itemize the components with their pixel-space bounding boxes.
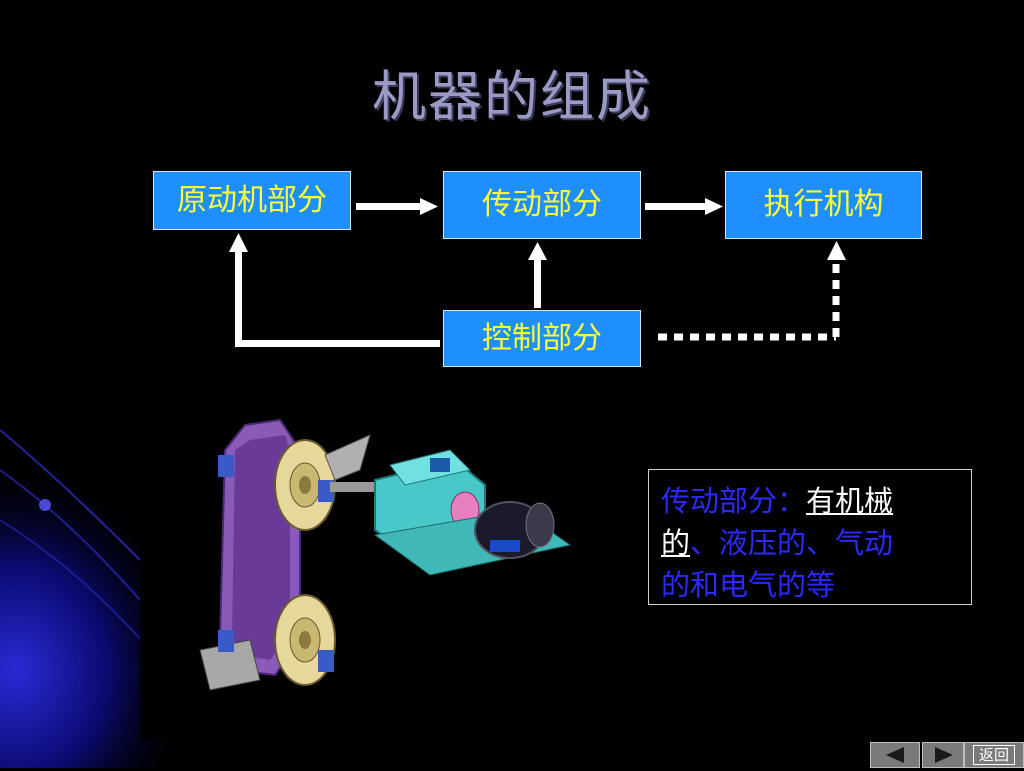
note-rest-1: 、液压的、气动 <box>690 526 894 560</box>
control-box: 控制部分 <box>443 310 641 367</box>
conveyor-machine-illustration <box>199 418 572 691</box>
transmission-note: 传动部分：有机械的、液压的、气动的和电气的等 <box>648 469 972 605</box>
note-rest-2: 的和电气的等 <box>661 568 836 602</box>
prime-mover-box: 原动机部分 <box>153 171 351 230</box>
slide-title: 机器的组成 <box>372 65 652 128</box>
previous-slide-button[interactable] <box>870 742 920 768</box>
return-button-label: 返回 <box>972 745 1015 765</box>
slide-navigation: 返回 <box>868 742 1024 768</box>
triangle-right-icon <box>935 747 953 763</box>
transmission-box: 传动部分 <box>443 171 641 239</box>
note-underlined-1: 有机械 <box>806 484 894 518</box>
next-slide-button[interactable] <box>922 742 964 768</box>
note-lead: 传动部分： <box>661 484 807 518</box>
note-underlined-2: 的 <box>661 526 691 560</box>
triangle-left-icon <box>886 747 904 763</box>
executor-box: 执行机构 <box>725 171 922 239</box>
return-button[interactable]: 返回 <box>964 742 1024 768</box>
